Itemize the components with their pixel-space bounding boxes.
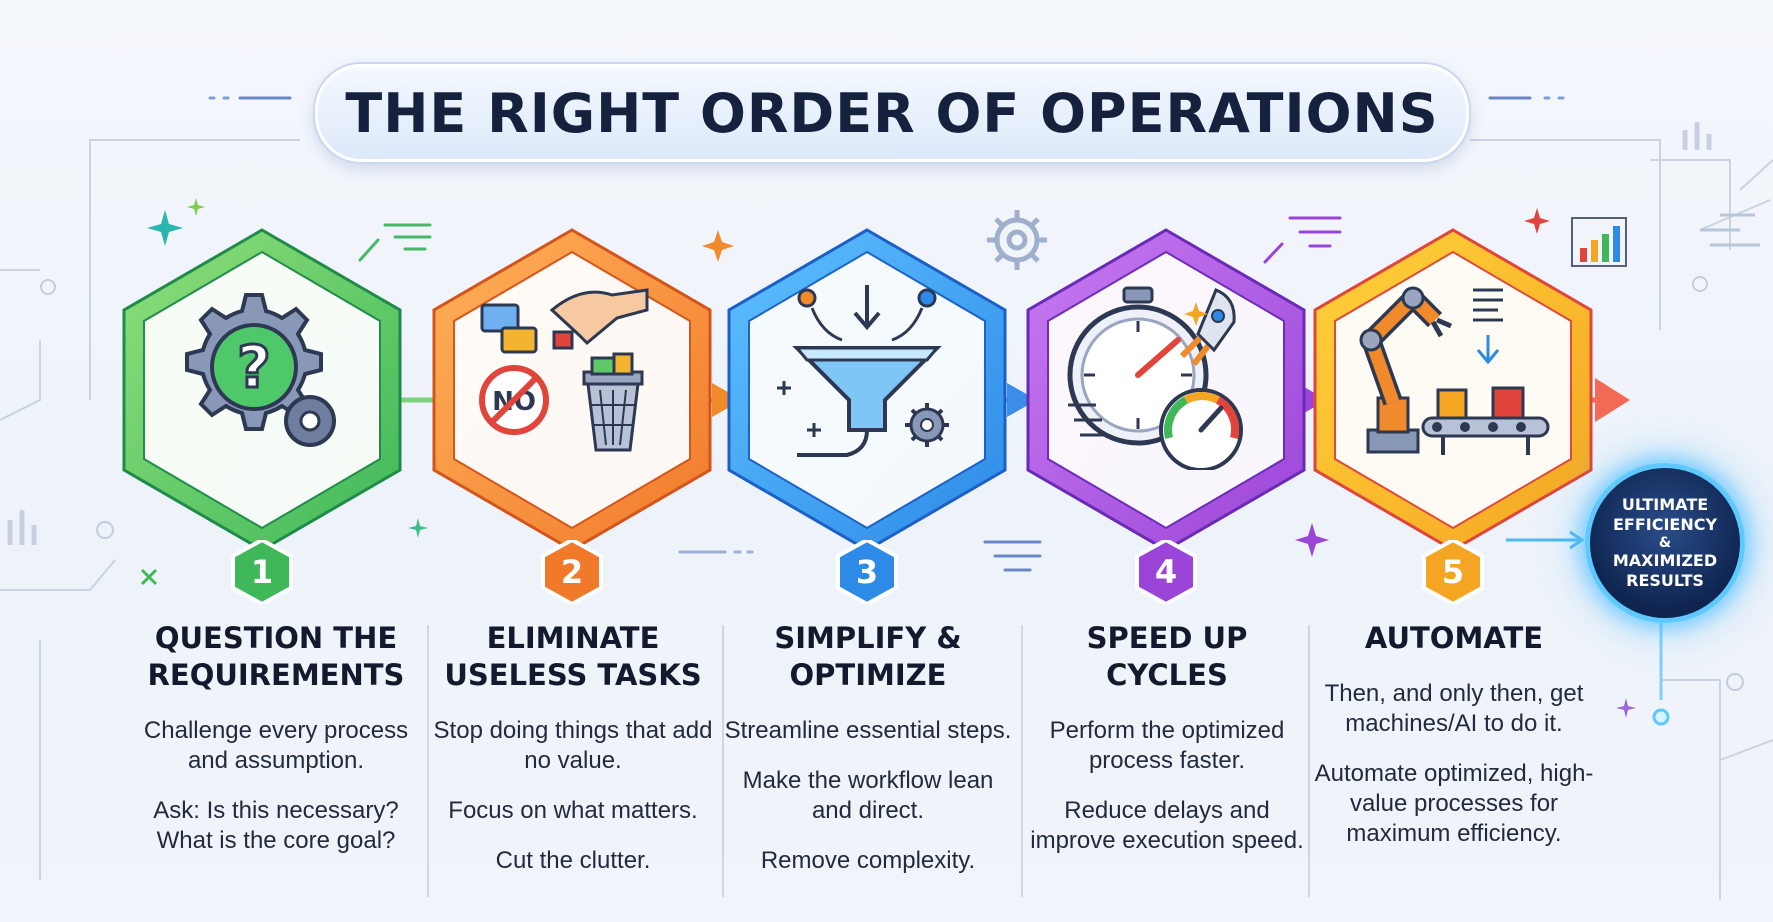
step-number-badge: 4 <box>1134 540 1198 604</box>
step-heading-line: USELESS TASKS <box>444 658 702 692</box>
step-heading-line: CYCLES <box>1106 658 1228 692</box>
step-number-badge: 5 <box>1421 540 1485 604</box>
svg-text:?: ? <box>237 333 271 401</box>
step-heading-line: SPEED UP <box>1086 621 1248 655</box>
funnel-icon <box>777 285 949 457</box>
step-heading-line: REQUIREMENTS <box>147 658 405 692</box>
step-heading-line: SIMPLIFY & <box>774 621 962 655</box>
step-paragraph: Automate optimized, high-value processes… <box>1314 760 1594 847</box>
step-paragraph: Reduce delays and improve execution spee… <box>1030 797 1304 854</box>
step-number: 4 <box>1154 553 1178 591</box>
column-divider <box>427 625 429 897</box>
step-heading-line: OPTIMIZE <box>789 658 947 692</box>
step-4-card: 4 <box>1021 225 1311 604</box>
step-paragraph: Perform the optimized process faster. <box>1049 717 1285 774</box>
step-paragraph: Stop doing things that add no value. <box>433 717 713 774</box>
step-number-badge: 2 <box>540 540 604 604</box>
hand-trash-no-icon: NO <box>479 288 649 452</box>
gear-question-icon: ? <box>185 293 336 447</box>
step-paragraph: Remove complexity. <box>760 847 976 874</box>
step-heading: SIMPLIFY &OPTIMIZE <box>722 620 1014 694</box>
column-divider <box>1021 625 1023 897</box>
step-paragraph: Focus on what matters. <box>448 797 698 824</box>
column-divider <box>1308 625 1310 897</box>
goal-text-line: ULTIMATE <box>1621 495 1709 514</box>
step-5-description: AUTOMATE Then, and only then, get machine… <box>1308 620 1600 869</box>
step-paragraph: Cut the clutter. <box>495 847 651 874</box>
step-number: 2 <box>560 553 584 591</box>
step-2-card: NO 2 <box>427 225 717 604</box>
step-number: 5 <box>1441 553 1465 591</box>
step-paragraph: Challenge every process and assumption. <box>143 717 409 774</box>
step-paragraph: Make the workflow lean and direct. <box>742 767 994 824</box>
step-paragraph: Streamline essential steps. <box>724 717 1012 744</box>
step-number-badge: 3 <box>835 540 899 604</box>
step-heading-line: QUESTION THE <box>154 621 398 655</box>
goal-text-line: & <box>1658 535 1672 551</box>
goal-text-line: MAXIMIZED <box>1612 551 1718 570</box>
title-banner: THE RIGHT ORDER OF OPERATIONS <box>315 64 1469 162</box>
step-number: 1 <box>250 553 274 591</box>
step-3-description: SIMPLIFY &OPTIMIZE Streamline essential s… <box>722 620 1014 896</box>
step-paragraph: Ask: Is this necessary? What is the core… <box>153 797 399 854</box>
step-3-card: 3 <box>722 225 1012 604</box>
step-heading: AUTOMATE <box>1308 620 1600 657</box>
step-1-card: ? 1 <box>117 225 407 604</box>
goal-text-line: RESULTS <box>1626 571 1704 590</box>
step-paragraph: Then, and only then, get machines/AI to … <box>1324 680 1584 737</box>
step-number-badge: 1 <box>230 540 294 604</box>
step-heading-line: AUTOMATE <box>1364 621 1544 655</box>
robot-arm-conveyor-icon <box>1359 286 1550 455</box>
stopwatch-rocket-icon <box>1067 286 1243 470</box>
goal-text-line: EFFICIENCY <box>1612 515 1718 534</box>
step-heading-line: ELIMINATE <box>486 621 660 655</box>
page-title: THE RIGHT ORDER OF OPERATIONS <box>345 81 1439 145</box>
step-5-card: 5 <box>1308 225 1598 604</box>
step-number: 3 <box>855 553 879 591</box>
column-divider <box>722 625 724 897</box>
